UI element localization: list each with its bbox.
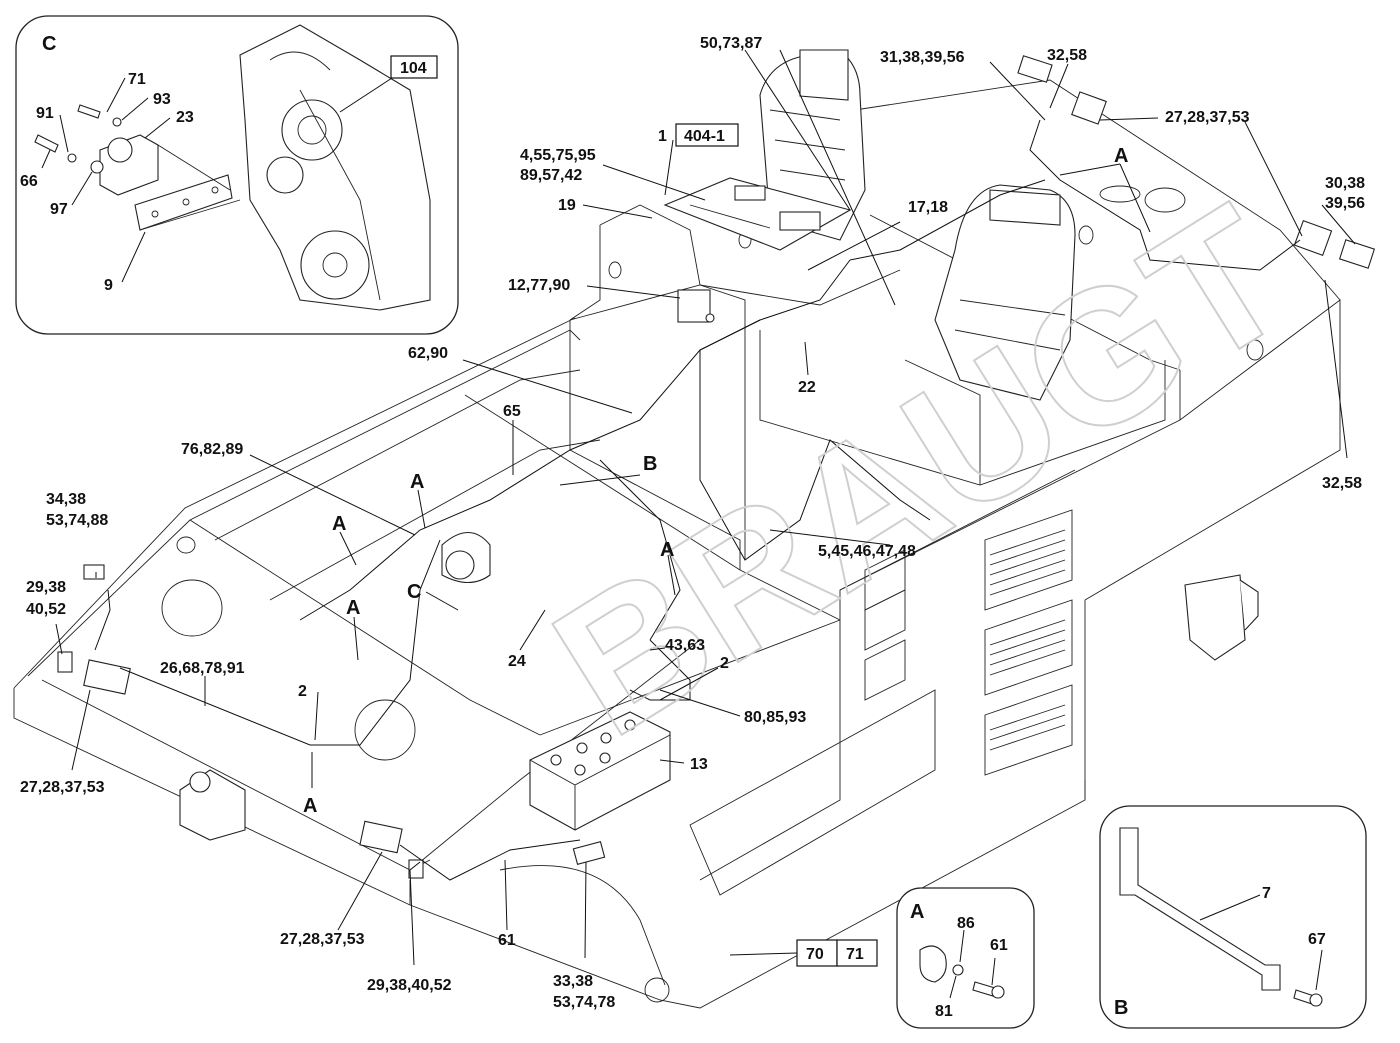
label-b-7: 7 (1262, 885, 1271, 902)
detail-panel-b: B 7 67 (1099, 805, 1367, 1029)
label-29-38: 29,38 (26, 579, 66, 596)
relay-box (677, 289, 715, 323)
label-76-82-89: 76,82,89 (181, 441, 243, 458)
label-19: 19 (558, 197, 576, 214)
detail-panel-a: A 86 61 81 (896, 887, 1035, 1029)
detail-panel-c: C 71 93 23 91 66 97 9 104 (15, 15, 459, 335)
label-a-bottom: A (303, 795, 317, 817)
label-c-97: 97 (50, 201, 68, 218)
tow-hitch (179, 769, 246, 841)
label-65: 65 (503, 403, 521, 420)
label-33-38: 33,38 (553, 973, 593, 990)
label-32-58-right: 32,58 (1322, 475, 1362, 492)
detail-c-title: C (42, 33, 56, 55)
horn (441, 531, 491, 584)
label-31-38-39-56: 31,38,39,56 (880, 49, 965, 66)
label-29-38-40-52: 29,38,40,52 (367, 977, 452, 994)
label-22: 22 (798, 379, 816, 396)
label-a-mid: A (346, 597, 360, 619)
label-c-main: C (407, 581, 421, 603)
label-a-right: A (660, 539, 674, 561)
detail-b-title: B (1114, 997, 1128, 1019)
label-62-90: 62,90 (408, 345, 448, 362)
battery (529, 711, 671, 831)
label-27-28-37-53-left: 27,28,37,53 (20, 779, 105, 796)
label-b-67: 67 (1308, 931, 1326, 948)
label-39-56: 39,56 (1325, 195, 1365, 212)
tail-lamps (57, 55, 1376, 879)
label-80-85-93: 80,85,93 (744, 709, 806, 726)
wiring-harness (94, 119, 1301, 881)
ref-box-70-71-group: 70 71 (729, 939, 878, 967)
label-24: 24 (508, 653, 526, 670)
work-lamp-right (1184, 574, 1259, 661)
label-4-55-75-95: 4,55,75,95 (520, 147, 596, 164)
ref-box-70: 70 (806, 946, 824, 963)
ref-box-104: 104 (400, 60, 427, 77)
label-34-38: 34,38 (46, 491, 86, 508)
label-a-left1: A (410, 471, 424, 493)
label-b-main: B (643, 453, 657, 475)
label-a-81: 81 (935, 1003, 953, 1020)
label-a-86: 86 (957, 915, 975, 932)
label-c-93: 93 (153, 91, 171, 108)
leader-lines (55, 49, 1356, 966)
operator-seat-front (934, 184, 1076, 401)
label-53-74-88: 53,74,88 (46, 512, 108, 529)
label-a-top: A (1114, 145, 1128, 167)
label-89-57-42: 89,57,42 (520, 167, 582, 184)
ref-box-404-1: 404-1 (684, 128, 725, 145)
ref-box-404-1-group: 404-1 (675, 123, 739, 147)
label-c-71: 71 (128, 71, 146, 88)
ref-box-71: 71 (846, 946, 864, 963)
label-c-9: 9 (104, 277, 113, 294)
part-labels: 50,73,87 31,38,39,56 32,58 27,28,37,53 1… (20, 35, 1365, 1011)
label-32-58-top: 32,58 (1047, 47, 1087, 64)
label-12-77-90: 12,77,90 (508, 277, 570, 294)
label-30-38: 30,38 (1325, 175, 1365, 192)
label-a-61: 61 (990, 937, 1008, 954)
label-1: 1 (658, 128, 667, 145)
label-50-73-87: 50,73,87 (700, 35, 762, 52)
label-61-main: 61 (498, 932, 516, 949)
label-26-68-78-91: 26,68,78,91 (160, 660, 245, 677)
watermark: BRAUGT (520, 166, 1322, 776)
label-2-mid: 2 (720, 655, 729, 672)
label-c-23: 23 (176, 109, 194, 126)
label-2-left: 2 (298, 683, 307, 700)
label-c-91: 91 (36, 105, 54, 122)
machine-body (13, 79, 1341, 1009)
label-13: 13 (690, 756, 708, 773)
detail-a-title: A (910, 901, 924, 923)
label-53-74-78: 53,74,78 (553, 994, 615, 1011)
label-27-28-37-53-top-right: 27,28,37,53 (1165, 109, 1250, 126)
label-c-66: 66 (20, 173, 38, 190)
label-17-18: 17,18 (908, 199, 948, 216)
label-a-left2: A (332, 513, 346, 535)
label-5-45-46-47-48: 5,45,46,47,48 (818, 543, 916, 560)
label-27-28-37-53-bottom: 27,28,37,53 (280, 931, 365, 948)
label-40-52: 40,52 (26, 601, 66, 618)
label-43-63: 43,63 (665, 637, 705, 654)
